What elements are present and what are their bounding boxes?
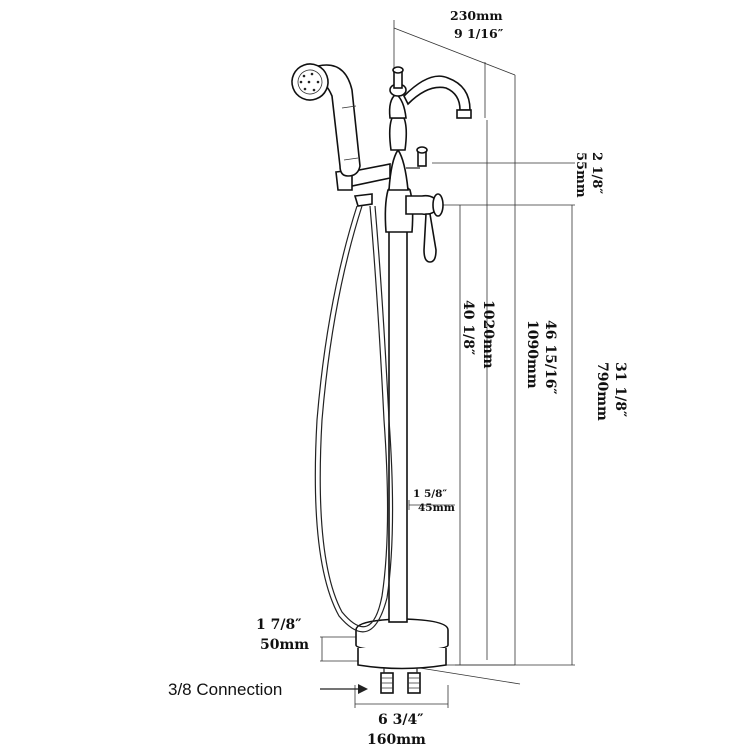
base-height-mm: 50mm bbox=[260, 637, 309, 653]
dimension-labels: 230mm 9 1/16″ 2 1/8″ 55mm 46 15/16″ 1090… bbox=[256, 8, 628, 748]
spout-reach-inch: 9 1/16″ bbox=[454, 26, 504, 41]
pipe-diameter-mm: 45mm bbox=[418, 502, 455, 514]
faucet-illustration bbox=[291, 63, 472, 694]
base-diameter-inch: 6 3/4″ bbox=[378, 712, 423, 728]
overall-height-inch: 46 15/16″ bbox=[542, 320, 558, 395]
overall-height-mm: 1090mm bbox=[524, 320, 540, 389]
spout-reach-mm: 230mm bbox=[450, 8, 503, 23]
base-height-inch: 1 7/8″ bbox=[256, 617, 301, 633]
handle-offset-mm: 55mm bbox=[573, 152, 588, 198]
dimension-lines bbox=[320, 20, 575, 708]
connection-callout: 3/8 Connection bbox=[168, 680, 368, 699]
pipe-diameter-inch: 1 5/8″ bbox=[413, 488, 447, 500]
handle-offset-inch: 2 1/8″ bbox=[589, 152, 604, 194]
spout-height-mm: 1020mm bbox=[480, 300, 496, 369]
connection-label: 3/8 Connection bbox=[168, 680, 282, 699]
spout-height-inch: 40 1/8″ bbox=[460, 300, 476, 355]
arrow-icon bbox=[358, 684, 368, 694]
base-diameter-mm: 160mm bbox=[367, 732, 426, 748]
handle-height-mm: 790mm bbox=[594, 362, 610, 421]
handle-height-inch: 31 1/8″ bbox=[612, 362, 628, 417]
